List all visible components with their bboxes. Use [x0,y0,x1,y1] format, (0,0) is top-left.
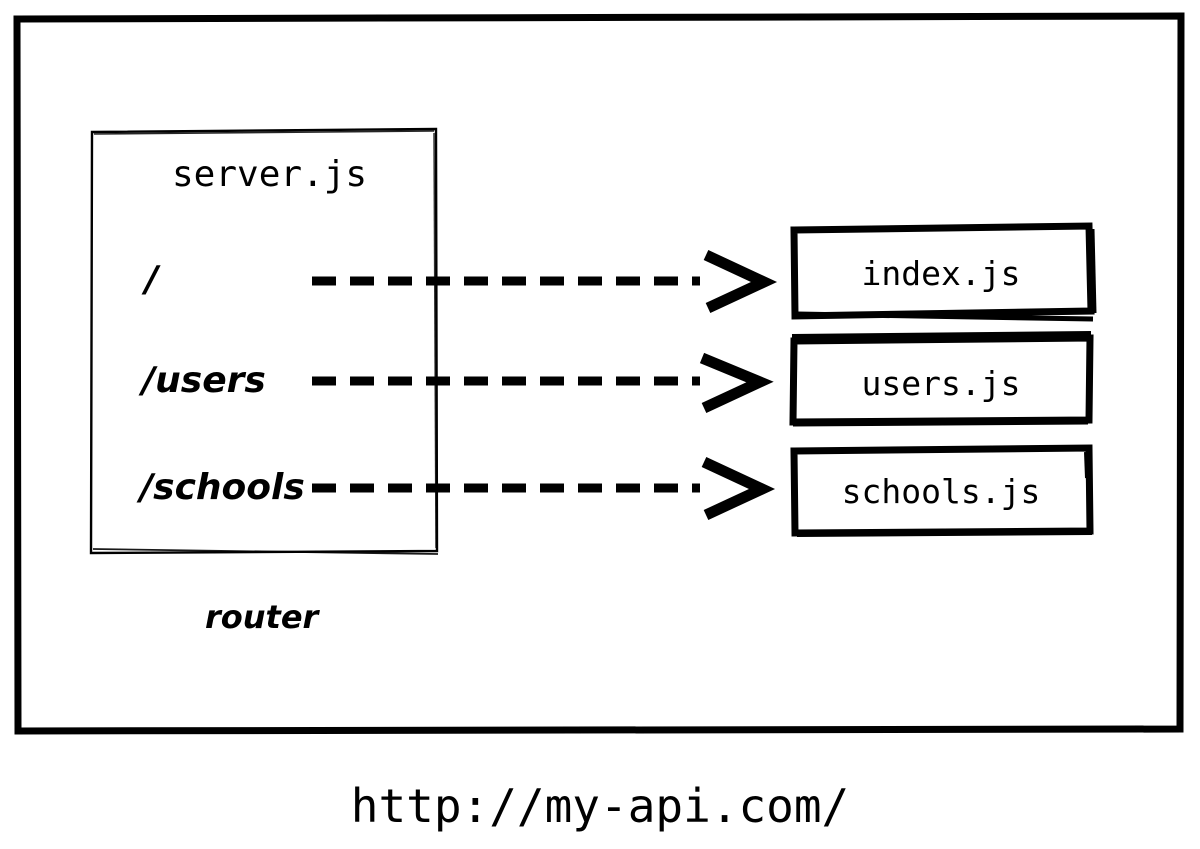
route-label-users: /users [138,360,266,401]
router-caption: router [205,598,321,636]
router-box-title: server.js [172,154,367,195]
handler-box-users-label: users.js [862,364,1021,403]
route-arrowhead-schools [701,457,776,520]
route-row-users: /users [138,352,774,413]
handler-box-schools-label: schools.js [842,472,1041,511]
route-label-schools: /schools [136,467,305,508]
handler-box-index-border [790,222,1095,320]
router-box-border-sketch-top [93,130,435,135]
route-arrowhead-index [703,250,778,313]
router-box-border-sketch-bottom [92,548,439,555]
router-box-border-sketch-right [433,132,437,549]
handler-box-index-border-sketch-right [1089,228,1097,314]
outer-frame-border [13,12,1185,735]
handler-box-users-border-sketch-bottom [792,419,1089,427]
router-box-border [89,127,439,555]
handler-box-schools-border-sketch-right [1084,451,1089,479]
handler-box-schools-border [790,444,1094,537]
route-label-index: / [141,259,161,300]
handler-box-index-border-sketch-bottom [796,311,1094,322]
handler-box-users-border [789,334,1094,426]
handler-box-users-border-sketch-top [791,331,1092,338]
route-arrowhead-users [699,352,774,413]
route-row-index: / [141,250,778,313]
handler-box-index[interactable]: index.js [790,222,1097,322]
handler-box-index-label: index.js [862,254,1021,293]
handler-box-users[interactable]: users.js [789,331,1094,427]
outer-frame [13,12,1185,735]
handler-box-schools-border-sketch-bottom [796,531,1093,537]
route-row-schools: /schools [136,457,776,520]
base-url-caption: http://my-api.com/ [351,779,850,833]
router-box[interactable] [89,127,439,555]
handler-box-schools[interactable]: schools.js [790,444,1094,537]
